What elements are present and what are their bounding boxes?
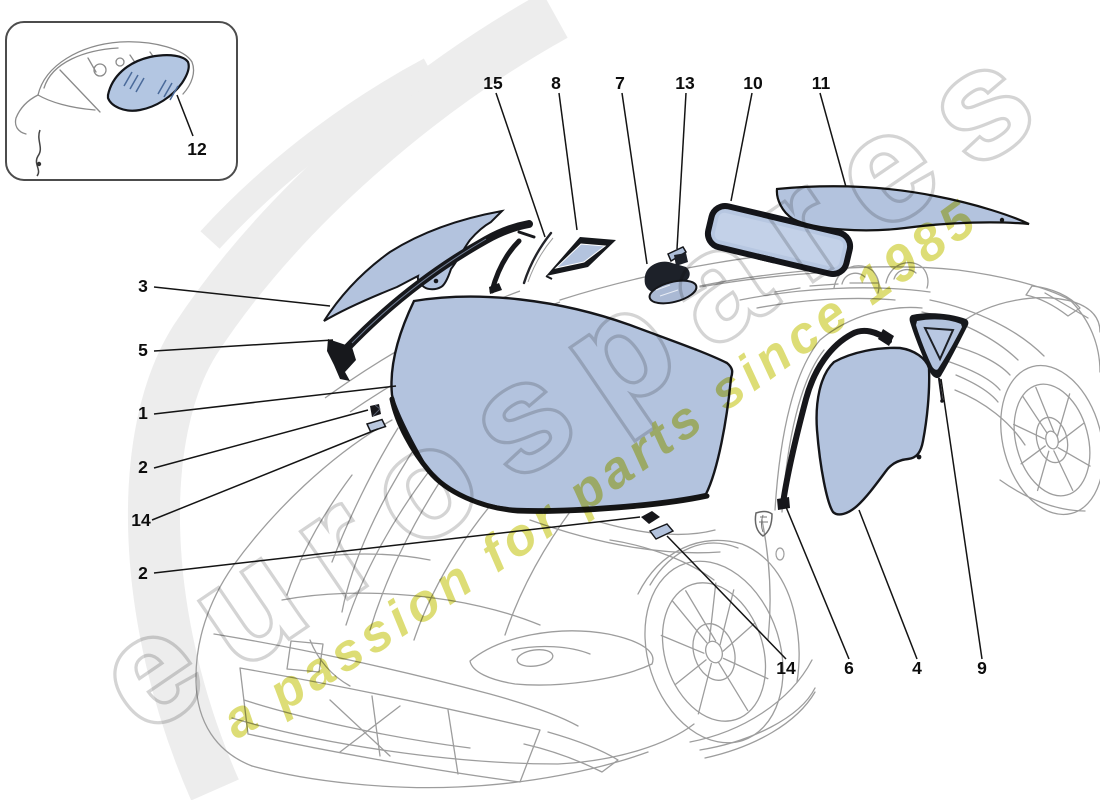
- svg-text:12: 12: [187, 139, 207, 159]
- svg-text:8: 8: [551, 73, 561, 93]
- svg-text:6: 6: [844, 658, 854, 678]
- svg-text:15: 15: [483, 73, 503, 93]
- svg-text:14: 14: [131, 510, 151, 530]
- svg-text:9: 9: [977, 658, 987, 678]
- svg-text:3: 3: [138, 276, 148, 296]
- svg-text:11: 11: [812, 73, 831, 93]
- svg-text:4: 4: [912, 658, 922, 678]
- svg-text:1: 1: [138, 403, 148, 423]
- svg-text:14: 14: [776, 658, 796, 678]
- svg-text:5: 5: [138, 340, 148, 360]
- svg-text:10: 10: [743, 73, 763, 93]
- svg-text:2: 2: [138, 563, 148, 583]
- svg-text:7: 7: [615, 73, 625, 93]
- svg-text:13: 13: [675, 73, 695, 93]
- svg-text:2: 2: [138, 457, 148, 477]
